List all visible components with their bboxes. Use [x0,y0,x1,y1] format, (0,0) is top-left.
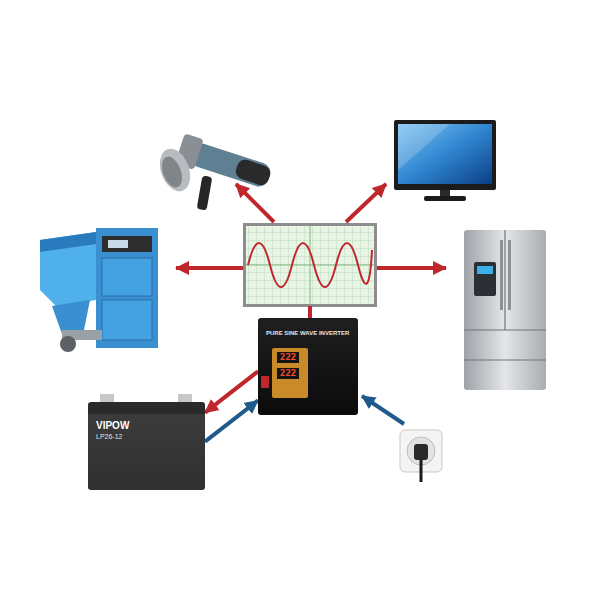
flow-arrow [205,400,258,441]
node-text: LP26-12 [96,433,122,441]
node-text: VIPOW [96,420,129,432]
power-switch [261,376,269,388]
battery-box: VIPOWLP26-12 [88,402,205,490]
display-reading: 222 [277,368,299,379]
sine-wave-screen [243,223,377,307]
node-text: PURE SINE WAVE INVERTER [266,330,349,337]
pellet-boiler [40,228,158,352]
inverter-box: PURE SINE WAVE INVERTER [258,318,358,415]
refrigerator [464,230,546,390]
wall-socket [400,430,442,482]
input-arrow [362,396,404,424]
output-arrows [176,184,446,318]
display-reading: 222 [277,352,299,363]
television [394,120,496,201]
angle-grinder [154,133,274,210]
